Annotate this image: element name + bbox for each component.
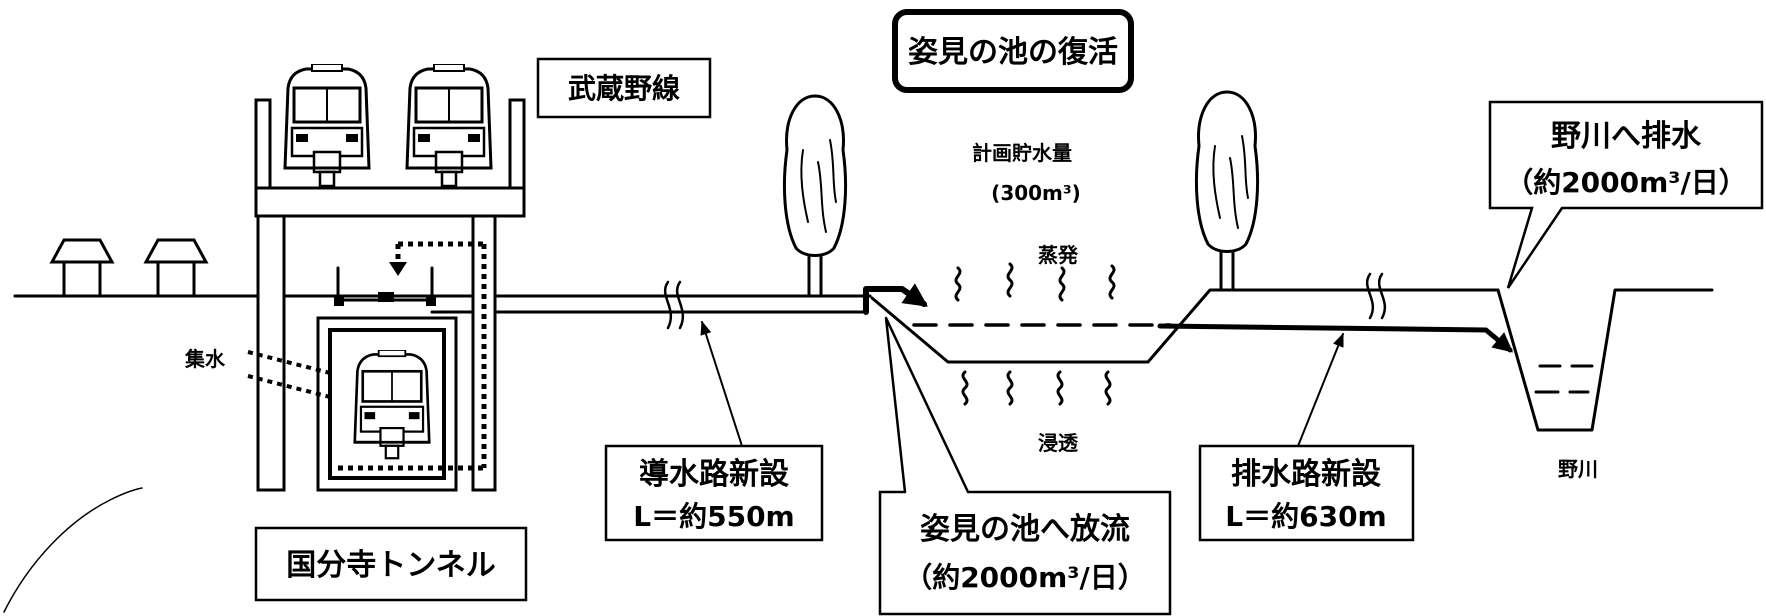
river-drainage-callout bbox=[1488, 100, 1764, 289]
seepage-wave-icon bbox=[961, 370, 1112, 406]
pond-discharge-callout bbox=[878, 316, 1172, 616]
drain-conduit-flow-arrow bbox=[1157, 323, 1514, 353]
train-icon bbox=[353, 350, 431, 460]
evaporation-label: 蒸発 bbox=[1038, 243, 1079, 267]
kokubunji-tunnel-box bbox=[254, 526, 528, 602]
tree-icon bbox=[782, 94, 848, 297]
viaduct bbox=[254, 98, 526, 492]
river-label: 野川 bbox=[1558, 457, 1598, 481]
drain-conduit-pointer-arrow bbox=[1297, 332, 1344, 447]
seepage-label: 浸透 bbox=[1038, 431, 1079, 455]
intake-conduit-pointer-arrow bbox=[700, 320, 743, 447]
river-drainage-volume: （約2000m³/日） bbox=[1505, 166, 1747, 199]
intake-conduit-break-mark bbox=[663, 280, 685, 330]
pond-discharge-title: 姿見の池へ放流 bbox=[920, 512, 1130, 547]
intake-conduit-callout bbox=[604, 444, 824, 542]
train-icon bbox=[405, 64, 493, 188]
pond-outline bbox=[870, 288, 1500, 364]
flow-arrow-icon bbox=[863, 283, 928, 315]
pond-discharge-volume: （約2000m³/日） bbox=[904, 561, 1146, 594]
decorative-curve bbox=[3, 487, 143, 613]
intake-conduit-length: L＝約550m bbox=[633, 500, 794, 533]
train-icon bbox=[283, 64, 371, 188]
page-title: 姿見の池の復活 bbox=[908, 35, 1118, 70]
title-box bbox=[892, 9, 1134, 93]
intake-conduit-title: 導水路新設 bbox=[639, 457, 789, 492]
house-icon bbox=[143, 238, 209, 298]
drain-conduit-break-mark bbox=[1365, 272, 1387, 320]
planned-storage-volume: (300m³) bbox=[991, 181, 1081, 205]
house-icon bbox=[49, 238, 115, 298]
river-channel bbox=[1496, 288, 1714, 432]
river-water bbox=[1534, 364, 1594, 394]
river-drainage-title: 野川へ排水 bbox=[1551, 119, 1702, 154]
drain-conduit-length: L＝約630m bbox=[1225, 500, 1386, 533]
musashino-line-box bbox=[536, 57, 712, 119]
drain-conduit-callout bbox=[1198, 444, 1415, 542]
musashino-line-label: 武蔵野線 bbox=[568, 72, 680, 105]
tree-icon bbox=[1194, 90, 1260, 292]
kokubunji-tunnel-label: 国分寺トンネル bbox=[286, 548, 495, 583]
drain-conduit-title: 排水路新設 bbox=[1231, 457, 1381, 492]
water-collection-label: 集水 bbox=[184, 347, 226, 371]
evaporation-wave-icon bbox=[954, 262, 1116, 302]
planned-storage-label: 計画貯水量 bbox=[972, 141, 1072, 165]
collected-water-path bbox=[247, 241, 487, 471]
